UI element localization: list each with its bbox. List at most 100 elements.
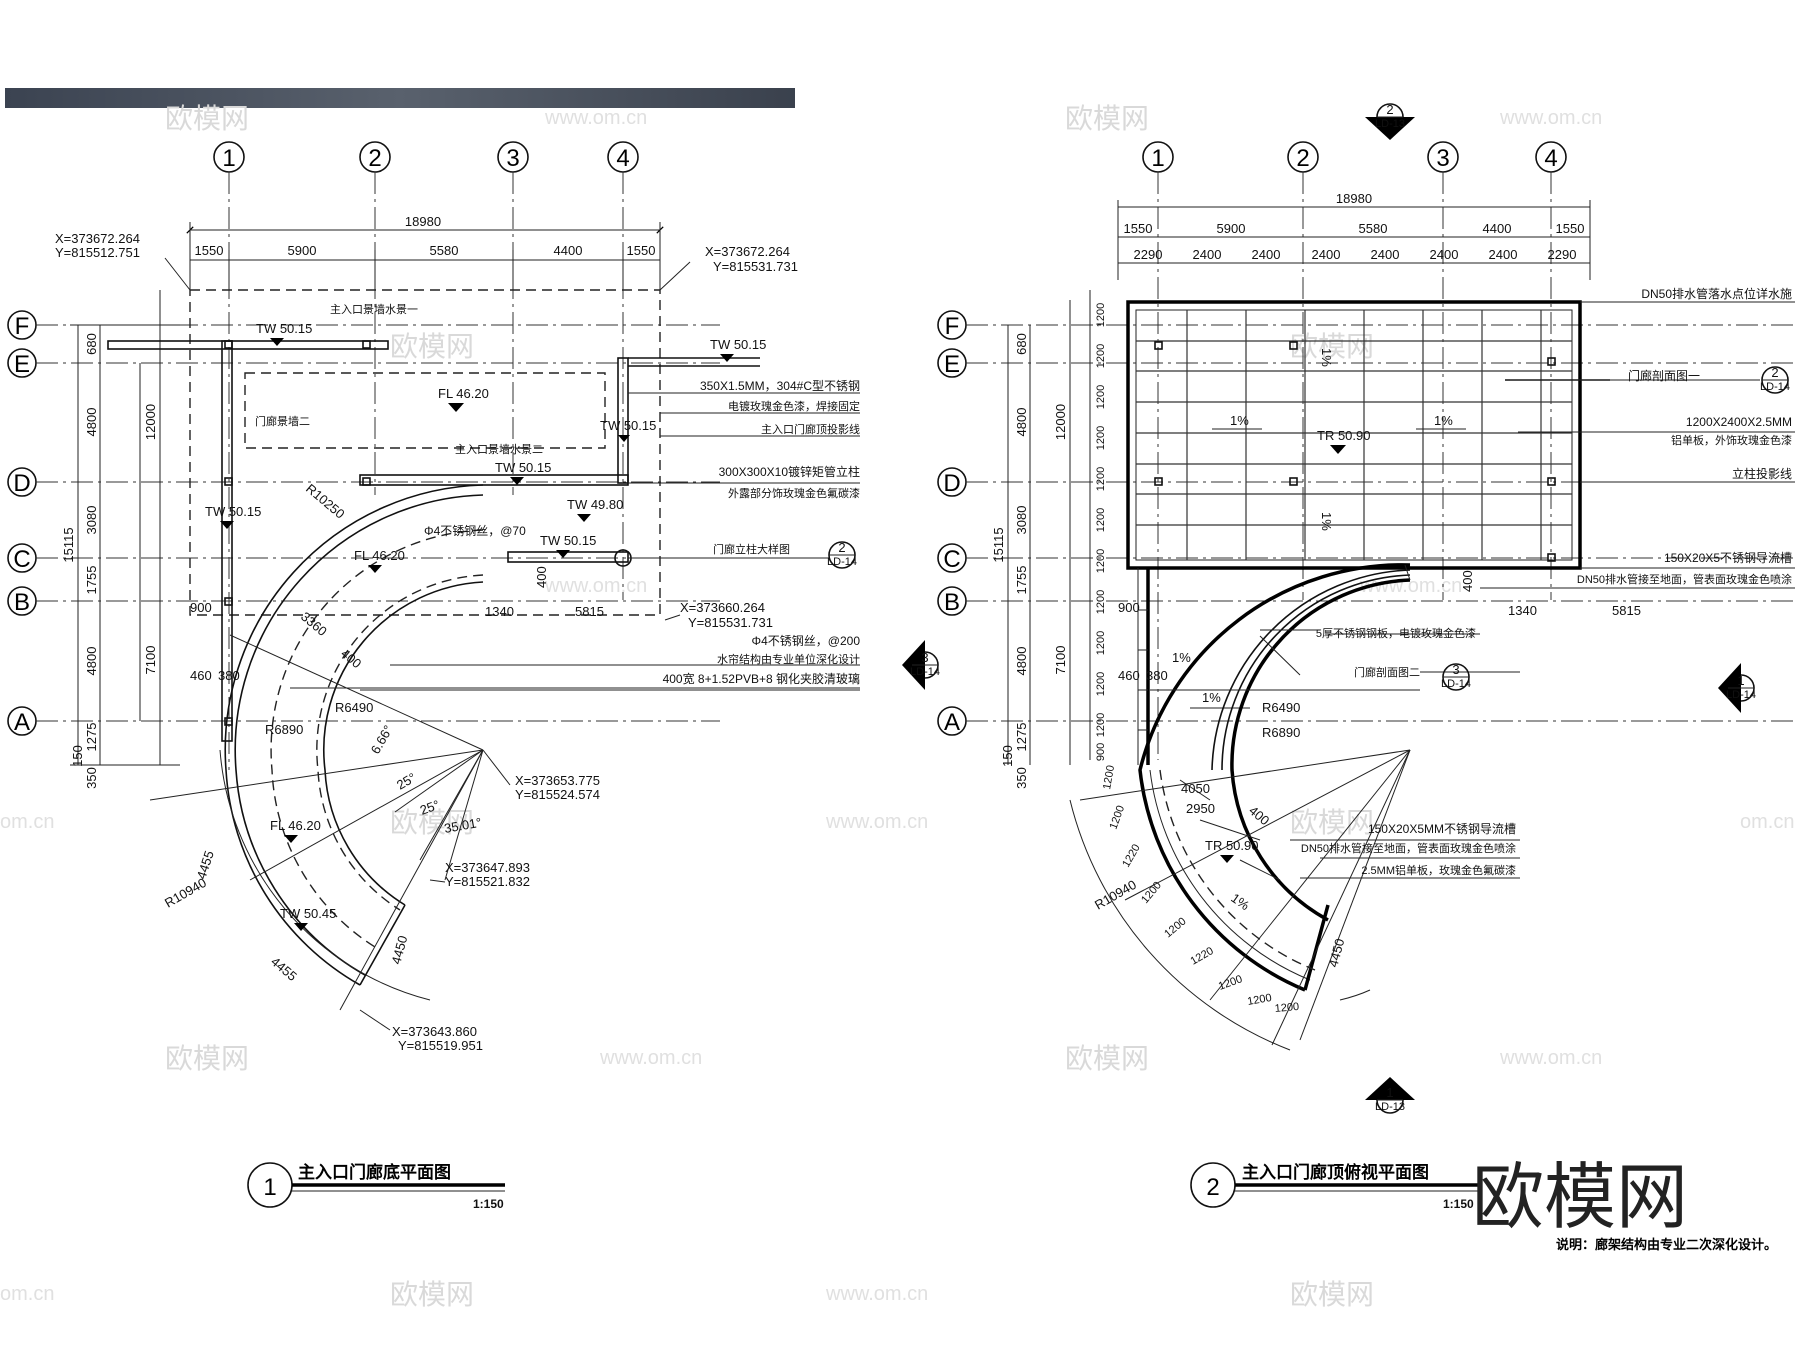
- dim-label: R6890: [265, 722, 303, 737]
- slope-mark: 1%: [1319, 348, 1334, 367]
- section-callout-2: 3 LD-14: [1441, 662, 1471, 691]
- plan-scale: 1:150: [1443, 1197, 1474, 1211]
- mark-sheet: LD-14: [910, 666, 940, 678]
- axis-label-row-d: D: [13, 470, 30, 497]
- dim-label: 35.01°: [443, 815, 483, 836]
- axis-label-col-2: 2: [368, 145, 381, 172]
- dim-left-seg: 1275: [84, 723, 99, 752]
- footnote: 说明：廊架结构由专业二次深化设计。: [1556, 1237, 1777, 1253]
- label-wall-two: 门廊景墙二: [255, 414, 310, 428]
- plan1-row-axes: F E D C B A: [7, 310, 720, 736]
- dim-label: 4455: [268, 954, 300, 984]
- watermark: www.om.cn: [599, 1047, 702, 1069]
- dim-label: 5815: [575, 604, 604, 619]
- note: 150X20X5MM不锈钢导流槽: [1368, 822, 1516, 836]
- plan1-curved-walkway: [149, 484, 484, 1011]
- coord-y: Y=815512.751: [55, 245, 140, 260]
- dim-label: R6490: [1262, 700, 1300, 715]
- axis-label-col-1: 1: [1151, 145, 1164, 172]
- watermark: 欧模网: [390, 330, 474, 363]
- level-mark: TW 50.15: [710, 337, 766, 352]
- axis-label-col-4: 4: [1544, 145, 1557, 172]
- mark-num: 3: [1452, 662, 1459, 677]
- coord-x: X=373653.775: [515, 773, 600, 788]
- note: 铝单板，外饰玫瑰金色漆: [1671, 433, 1792, 447]
- label-wall-one: 主入口景墙水景一: [330, 302, 418, 316]
- arc-dim: 1220: [1120, 842, 1143, 869]
- watermark: 欧模网: [1065, 102, 1149, 135]
- axis-label-col-3: 3: [1436, 145, 1449, 172]
- dim-label: R6490: [335, 700, 373, 715]
- dim-panel: 2400: [1430, 247, 1459, 262]
- dim-label: 4450: [1325, 937, 1347, 969]
- watermark: 欧模网: [390, 1278, 474, 1311]
- note: 立柱投影线: [1732, 466, 1792, 481]
- note: DN50排水管接至地面，管表面玫瑰金色喷涂: [1577, 572, 1792, 586]
- dim-panel-left: 1200: [1095, 508, 1107, 532]
- note: 水帘结构由专业单位深化设计: [717, 652, 860, 666]
- dim-panel-left: 1200: [1095, 549, 1107, 573]
- dim-label: 4455: [194, 849, 217, 881]
- arc-dim: 1220: [1189, 945, 1216, 968]
- dim-left-seg: 1755: [84, 566, 99, 595]
- note: 电镀玫瑰金色漆，焊接固定: [728, 399, 860, 413]
- plan-1: 1 2 3 4 F E D C B A 18980: [7, 141, 860, 1211]
- dim-label: 900: [190, 600, 212, 615]
- dim-panel: 2400: [1252, 247, 1281, 262]
- watermark: www.om.cn: [825, 811, 928, 833]
- dim-panel: 2400: [1371, 247, 1400, 262]
- watermark: www.om.cn: [1499, 1047, 1602, 1069]
- dim-panel: 2400: [1489, 247, 1518, 262]
- plan1-left-dimensions: 15115 12000 7100 680 4800 3080 1755 4800…: [61, 290, 180, 789]
- dim-left-extra: 150: [1000, 745, 1015, 767]
- dim-left-seg: 4800: [84, 408, 99, 437]
- dim-label: 460: [190, 668, 212, 683]
- plan2-top-dimensions: 18980 1550 5900 5580 4400 1550 2290 2400…: [1117, 191, 1591, 280]
- callout-num: 2: [838, 540, 845, 555]
- dim-left-seg: 680: [1014, 333, 1029, 355]
- coord-x: X=373660.264: [680, 600, 765, 615]
- axis-label-row-f: F: [15, 313, 30, 340]
- axis-label-row-d: D: [943, 470, 960, 497]
- slope-mark: 1%: [1202, 690, 1221, 705]
- dim-seg: 1550: [627, 243, 656, 258]
- dim-overall: 18980: [405, 214, 441, 229]
- dim-panel-left: 1200: [1095, 344, 1107, 368]
- arc-dim: 1200: [1246, 992, 1272, 1008]
- coord-x: X=373643.860: [392, 1024, 477, 1039]
- axis-label-col-1: 1: [222, 145, 235, 172]
- note: 2.5MM铝单板，玫瑰金色氟碳漆: [1361, 863, 1516, 877]
- mark-sheet: LD-14: [1760, 381, 1790, 393]
- dim-panel-left: 900: [1095, 743, 1107, 761]
- note: DN50排水管接至地面，管表面玫瑰金色喷涂: [1301, 841, 1516, 855]
- brand-logo: 欧模网: [1472, 1155, 1688, 1239]
- note: 150X20X5不锈钢导流槽: [1664, 551, 1792, 565]
- level-mark: TW 49.80: [567, 497, 623, 512]
- note: 外露部分饰玫瑰金色氟碳漆: [728, 486, 860, 500]
- watermark: om.cn: [1740, 811, 1794, 833]
- label-radius: R10250: [303, 481, 348, 522]
- watermark: www.om.cn: [1499, 107, 1602, 129]
- arc-dim: 1200: [1162, 915, 1188, 940]
- axis-label-row-b: B: [944, 589, 960, 616]
- plan1-leaders: [164, 257, 860, 1031]
- note: 门廊剖面图一: [1628, 368, 1700, 383]
- note: 主入口门廊顶投影线: [761, 422, 860, 436]
- arc-dim: 1200: [1108, 804, 1128, 831]
- watermark: www.om.cn: [1359, 575, 1462, 597]
- mark-sheet: LD-14: [1441, 678, 1471, 690]
- slope-mark: 1%: [1172, 650, 1191, 665]
- dim-label: 25°: [418, 797, 442, 818]
- dim-left-seg: 3080: [1014, 506, 1029, 535]
- dim-seg: 1550: [1124, 221, 1153, 236]
- dim-label: 5815: [1612, 603, 1641, 618]
- level-mark: TW 50.15: [540, 533, 596, 548]
- dim-label: 400: [534, 566, 549, 588]
- plan1-levels: TW 50.15 TW 50.15 FL 46.20 TW 50.15 TW 5…: [205, 321, 766, 931]
- watermark: www.om.cn: [544, 575, 647, 597]
- watermark: 欧模网: [165, 102, 249, 135]
- plan2-left-dimensions: 15115 12000 7100 680 4800 3080 1755 4800…: [991, 290, 1107, 789]
- dim-left-outer: 15115: [61, 527, 76, 562]
- plan1-walls: [107, 340, 760, 742]
- watermark: om.cn: [0, 811, 54, 833]
